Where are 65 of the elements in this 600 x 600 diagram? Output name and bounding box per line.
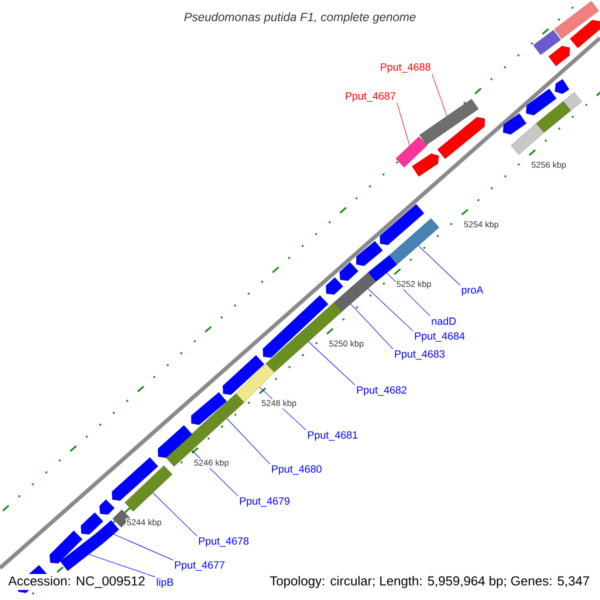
gene-label: Pput_4681	[308, 431, 358, 441]
gene-block	[388, 218, 440, 265]
gene-block	[548, 46, 570, 66]
gene-block	[533, 30, 561, 55]
gene-block	[437, 117, 485, 159]
gene-label: Pput_4683	[395, 350, 445, 360]
scale-label: 5246 kbp	[193, 458, 230, 468]
gene-block	[554, 79, 570, 94]
leader-line	[432, 74, 448, 116]
gene-block	[50, 530, 82, 564]
gene-block	[99, 499, 115, 515]
gene-label: Pput_4678	[199, 537, 249, 547]
leader-line	[114, 534, 174, 560]
leader-line	[308, 341, 356, 386]
gene-block	[502, 113, 526, 135]
gene-block	[124, 465, 172, 512]
leader-line	[152, 492, 198, 536]
gene-block	[419, 98, 479, 146]
leader-line	[368, 288, 414, 332]
leader-line	[396, 102, 410, 146]
gene-block	[536, 101, 571, 133]
gene-label: nadD	[432, 317, 456, 325]
gene-label: Pput_4679	[240, 497, 290, 507]
gene-block	[80, 512, 104, 535]
gene-label: Pput_4677	[175, 561, 224, 571]
scale-label: 5244 kbp	[126, 518, 162, 528]
scale-label: 5254 kbp	[463, 220, 500, 230]
gene-block	[526, 88, 557, 116]
gene-block	[112, 457, 158, 501]
gene-label: Pput_4684	[415, 332, 465, 342]
gene-block	[356, 241, 383, 266]
gene-block	[396, 136, 428, 168]
gene-block	[510, 123, 544, 155]
genome-info-text: Topology: circular; Length: 5,959,964 bp; Genes: 5,347	[268, 574, 592, 590]
gene-block	[380, 204, 424, 246]
title: Pseudomonas putida F1, complete genome	[184, 12, 416, 24]
leader-line	[88, 554, 156, 578]
gene-label: lipB	[156, 578, 174, 588]
scale-label: 5248 kbp	[260, 399, 298, 409]
scale-label: 5252 kbp	[396, 280, 432, 290]
gene-block	[200, 393, 244, 435]
gene-block	[570, 20, 600, 48]
gene-block	[96, 520, 120, 543]
gene-block	[368, 255, 397, 282]
gene-block	[340, 262, 358, 281]
gene-label: Pput_4680	[272, 465, 322, 475]
gene-label: Pput_4688	[380, 63, 430, 73]
gene-block	[334, 287, 360, 312]
gene-block	[326, 277, 344, 295]
gene-block	[350, 272, 376, 297]
scale-label: 5250 kbp	[328, 340, 365, 350]
gene-block	[412, 153, 439, 177]
gene-block	[158, 425, 192, 458]
gene-block	[563, 92, 582, 111]
leader-line	[350, 304, 394, 350]
gene-label: proA	[462, 286, 484, 296]
gene-block	[191, 392, 227, 425]
gene-label: Pput_4687	[346, 92, 396, 102]
scale-label: 5256 kbp	[530, 160, 568, 170]
gene-block	[222, 355, 264, 395]
leader-line	[226, 418, 270, 464]
gene-label: Pput_4682	[357, 386, 406, 396]
leader-line	[418, 245, 460, 286]
gene-block	[554, 1, 599, 39]
gene-block	[262, 295, 328, 358]
